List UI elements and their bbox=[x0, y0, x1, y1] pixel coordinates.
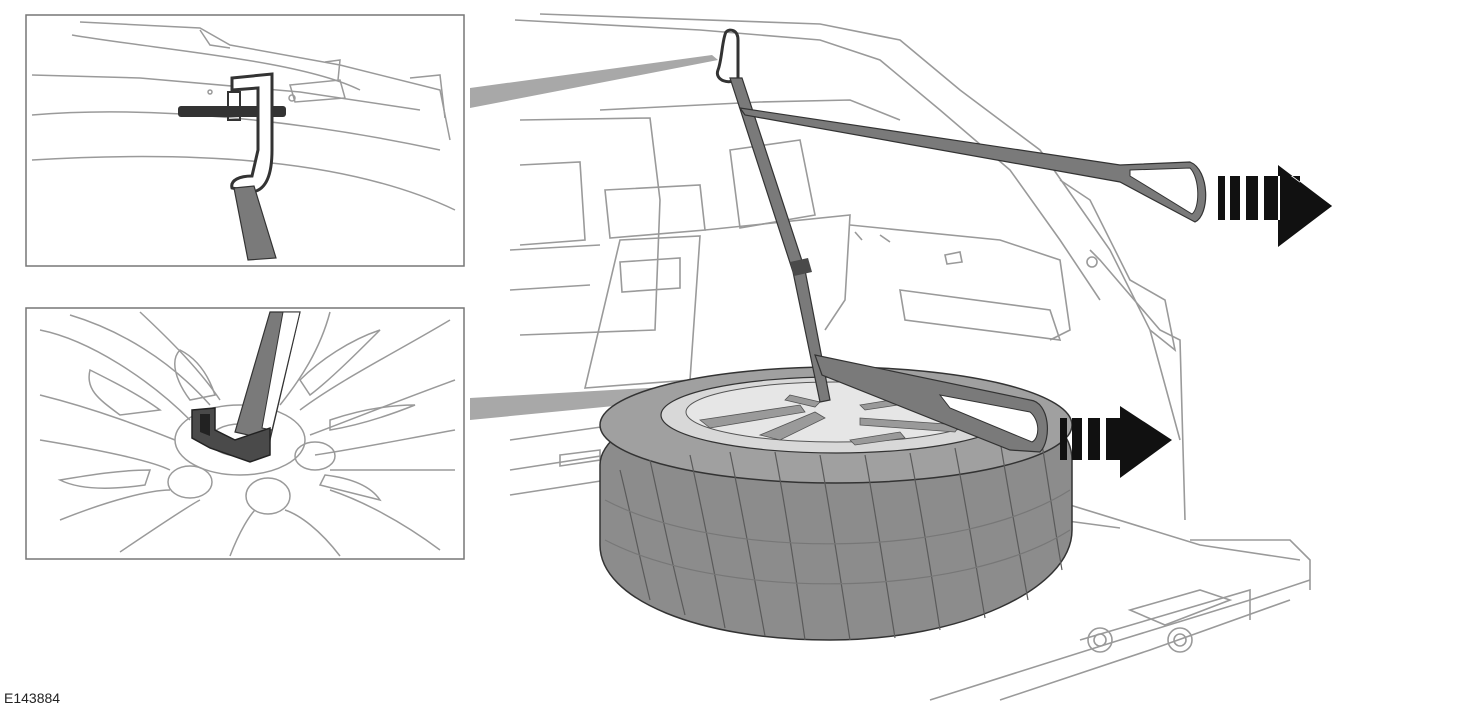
strap-upper-loop bbox=[738, 107, 1207, 223]
strap-lower-loop bbox=[814, 354, 1048, 453]
vehicle-load-space bbox=[509, 13, 1311, 701]
strap-hook bbox=[715, 28, 740, 84]
pull-arrow-lower-icon bbox=[1060, 406, 1172, 478]
inset-roof-hook-detail bbox=[25, 14, 465, 267]
lifting-strap bbox=[715, 28, 1207, 453]
inset-wheel-hub-detail bbox=[25, 307, 465, 560]
pull-arrow-upper-icon bbox=[1218, 165, 1332, 247]
callout-wedge-top bbox=[470, 55, 718, 108]
tyre-tread bbox=[604, 431, 1071, 641]
figure-reference-code: E143884 bbox=[4, 690, 61, 706]
